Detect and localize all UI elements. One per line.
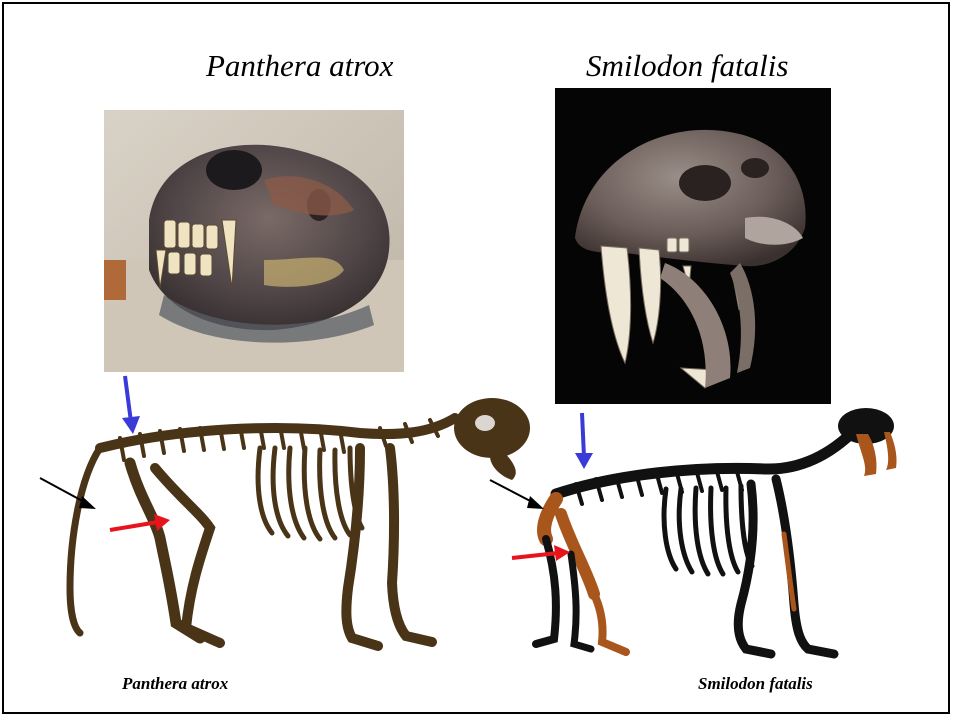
- black-arrow-right: [488, 478, 548, 512]
- black-arrow-left: [38, 476, 100, 512]
- title-panthera-atrox: Panthera atrox: [206, 48, 393, 84]
- red-arrow-right: [510, 542, 572, 564]
- smilodon-fatalis-skull-photo: [555, 88, 831, 404]
- blue-arrow-right: [572, 411, 596, 471]
- title-smilodon-fatalis: Smilodon fatalis: [586, 48, 788, 84]
- red-arrow-left: [108, 510, 172, 536]
- caption-smilodon-fatalis: Smilodon fatalis: [698, 674, 813, 694]
- caption-panthera-atrox: Panthera atrox: [122, 674, 228, 694]
- panthera-atrox-skull-photo: [104, 110, 404, 372]
- blue-arrow-left: [116, 374, 142, 436]
